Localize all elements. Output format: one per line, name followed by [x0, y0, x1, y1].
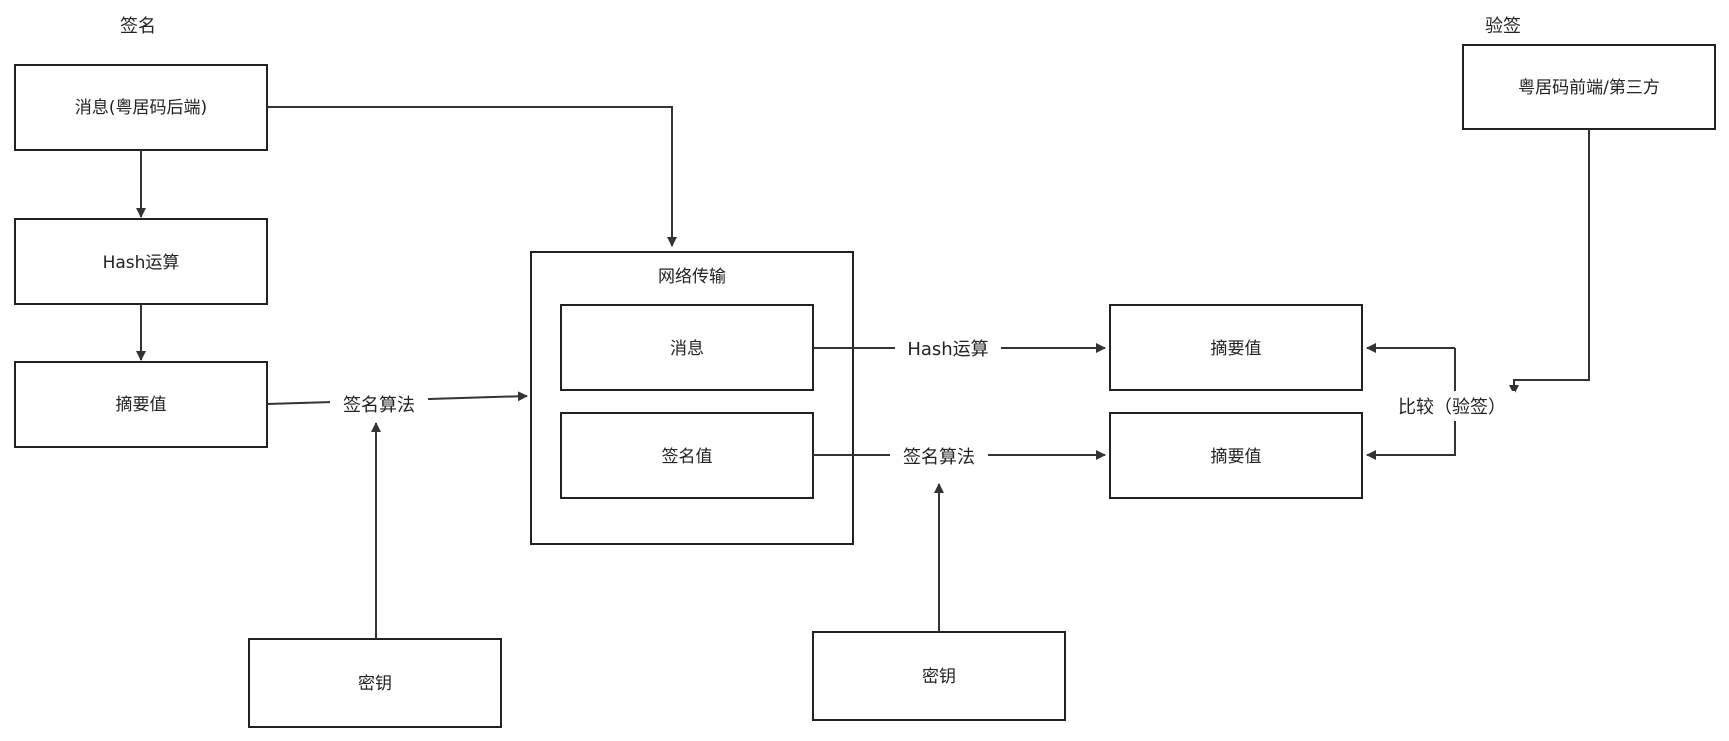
svg-text:粤居码前端/第三方: 粤居码前端/第三方: [1518, 78, 1660, 98]
svg-text:密钥: 密钥: [922, 667, 956, 687]
svg-text:密钥: 密钥: [358, 674, 392, 694]
digest-value-verify-top-node: 摘要值: [1109, 304, 1363, 391]
hash-op-right-label: Hash运算: [895, 334, 1001, 362]
svg-text:签名算法: 签名算法: [903, 447, 975, 468]
svg-text:比较（验签）: 比较（验签）: [1398, 397, 1506, 418]
svg-text:Hash运算: Hash运算: [907, 339, 988, 360]
svg-text:摘要值: 摘要值: [1211, 339, 1262, 359]
arrow-frontend-to-compare: [1509, 129, 1590, 395]
svg-text:Hash运算: Hash运算: [103, 253, 180, 273]
svg-text:消息: 消息: [670, 339, 704, 359]
sign-algo-right-label: 签名算法: [890, 442, 988, 470]
hash-operation-node: Hash运算: [14, 218, 268, 305]
digest-value-verify-bottom-node: 摘要值: [1109, 412, 1363, 499]
verify-section-label: 验签: [1485, 16, 1521, 37]
key-sign-node: 密钥: [248, 638, 502, 728]
svg-text:摘要值: 摘要值: [116, 395, 167, 415]
network-transport-container: 网络传输: [530, 251, 854, 545]
frontend-third-party-node: 粤居码前端/第三方: [1462, 44, 1716, 130]
digest-value-sign-node: 摘要值: [14, 361, 268, 448]
svg-text:消息(粤居码后端): 消息(粤居码后端): [75, 98, 207, 118]
arrow-message-to-transport: [267, 106, 677, 247]
arrow-compare-to-bottom-digest: [1366, 348, 1456, 460]
key-verify-node: 密钥: [812, 631, 1066, 721]
svg-text:签名算法: 签名算法: [343, 395, 415, 416]
sign-algo-left-label: 签名算法: [330, 386, 428, 416]
network-transport-title: 网络传输: [658, 267, 726, 287]
transport-signature-node: 签名值: [560, 412, 814, 499]
message-backend-node: 消息(粤居码后端): [14, 64, 268, 151]
sign-section-label: 签名: [120, 16, 156, 37]
svg-text:签名值: 签名值: [662, 447, 713, 467]
svg-text:摘要值: 摘要值: [1211, 447, 1262, 467]
transport-message-node: 消息: [560, 304, 814, 391]
compare-label: 比较（验签）: [1391, 391, 1515, 421]
